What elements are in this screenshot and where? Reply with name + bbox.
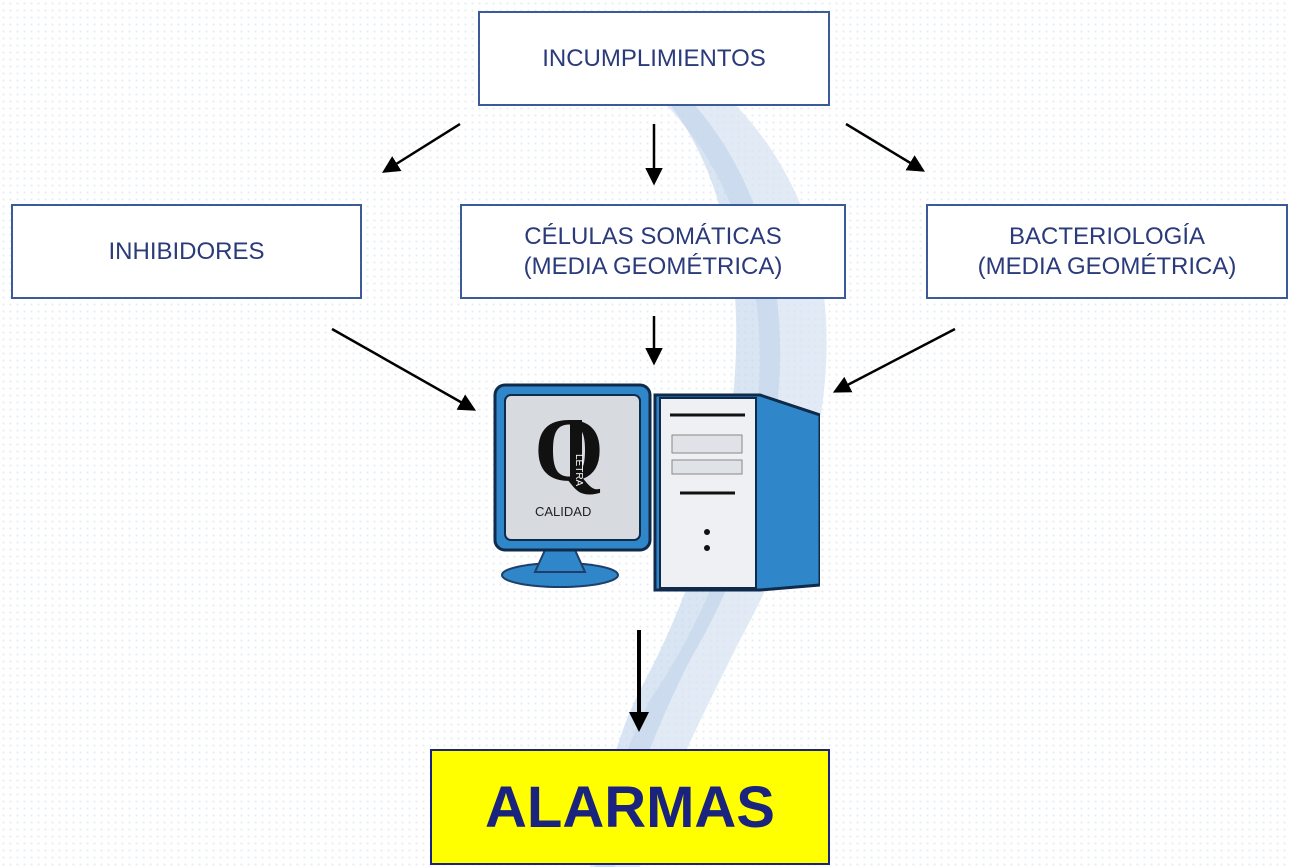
incumplimientos-label: INCUMPLIMIENTOS [542,44,766,72]
inhibidores-label: INHIBIDORES [108,237,265,265]
inhibidores-box: INHIBIDORES [11,204,362,299]
alarmas-box: ALARMAS [430,749,830,865]
svg-text:LETRA: LETRA [573,454,584,487]
incumplimientos-box: INCUMPLIMIENTOS [478,11,830,106]
celulas-somaticas-sublabel: (MEDIA GEOMÉTRICA) [523,252,783,280]
arrow-inhibidores-to-computer [331,327,477,411]
quality-logo: Q LETRA CALIDAD [534,401,604,519]
bacteriologia-box: BACTERIOLOGÍA (MEDIA GEOMÉTRICA) [926,204,1288,299]
svg-text:CALIDAD: CALIDAD [535,504,591,519]
celulas-somaticas-box: CÉLULAS SOMÁTICAS (MEDIA GEOMÉTRICA) [460,204,846,299]
arrow-bacteriologia-to-computer [832,327,956,393]
arrow-to-bacteriologia [845,122,925,172]
computer-icon: Q LETRA CALIDAD [493,383,820,592]
svg-text:Q: Q [534,401,604,500]
celulas-somaticas-label: CÉLULAS SOMÁTICAS [524,222,782,250]
arrow-to-inhibidores [382,122,461,173]
alarmas-label: ALARMAS [485,774,775,840]
bacteriologia-sublabel: (MEDIA GEOMÉTRICA) [977,252,1237,280]
bacteriologia-label: BACTERIOLOGÍA [1008,222,1206,250]
